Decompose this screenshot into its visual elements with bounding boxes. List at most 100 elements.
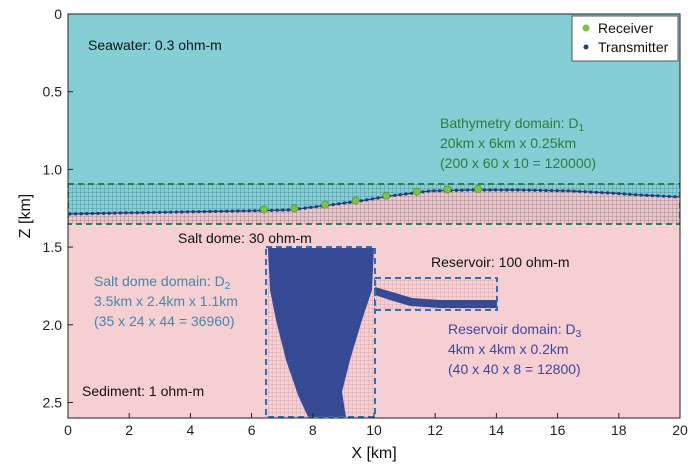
transmitter-marker (337, 202, 341, 206)
receiver-marker (382, 191, 391, 200)
x-tick-label: 20 (672, 422, 688, 438)
transmitter-marker (488, 188, 492, 192)
legend-receiver-icon (582, 24, 590, 32)
seawater-label: Seawater: 0.3 ohm-m (88, 37, 222, 53)
x-tick-label: 0 (64, 422, 72, 438)
transmitter-marker (544, 188, 548, 193)
transmitter-marker (225, 209, 229, 213)
transmitter-marker (253, 209, 257, 213)
transmitter-marker (471, 188, 475, 192)
transmitter-marker (398, 193, 402, 197)
z-tick-label: 2.0 (43, 317, 63, 333)
bathymetry-subscript: 1 (579, 123, 585, 134)
bathymetry-domain-frame (68, 183, 680, 225)
transmitter-marker (639, 193, 643, 197)
receiver-marker (321, 200, 329, 209)
transmitter-marker (309, 205, 313, 209)
receiver-marker (351, 196, 360, 205)
reservoir-domain-frame (374, 277, 498, 311)
z-axis-label: Z [km] (17, 194, 34, 238)
transmitter-marker (426, 189, 430, 193)
transmitter-marker (68, 212, 72, 216)
legend-receiver-label: Receiver (598, 20, 654, 36)
transmitter-marker (606, 191, 610, 195)
reservoir-domain-subscript: 3 (576, 329, 582, 340)
transmitter-marker (314, 205, 318, 209)
transmitter-marker (79, 212, 83, 216)
transmitter-marker (113, 211, 117, 215)
transmitter-marker (656, 194, 660, 198)
reservoir-resistivity-label: Reservoir: 100 ohm-m (431, 254, 570, 270)
reservoir-domain-title: Reservoir domain: D (448, 321, 576, 337)
transmitter-marker (617, 191, 621, 196)
transmitter-marker (331, 202, 335, 207)
transmitter-marker (146, 210, 150, 215)
bathymetry-domain (68, 183, 680, 225)
transmitter-marker (90, 211, 94, 216)
transmitter-marker (594, 190, 599, 194)
transmitter-marker (667, 194, 671, 199)
transmitter-marker (421, 190, 425, 194)
transmitter-marker (96, 211, 100, 216)
transmitter-marker (158, 210, 162, 214)
transmitter-marker (348, 200, 352, 204)
x-tick-label: 18 (611, 422, 627, 438)
transmitter-marker (281, 208, 285, 212)
transmitter-marker (152, 210, 156, 215)
transmitter-marker (186, 210, 190, 214)
legend-transmitter-icon (583, 44, 589, 50)
z-axis-ticks: 00.51.01.52.02.5 (43, 6, 73, 410)
transmitter-marker (202, 209, 206, 214)
transmitter-marker (572, 189, 576, 193)
transmitter-marker (118, 211, 122, 215)
bathymetry-size: 20km x 6km x 0.25km (440, 135, 576, 151)
transmitter-marker (611, 191, 615, 195)
x-tick-label: 12 (427, 422, 443, 438)
transmitter-marker (214, 209, 218, 214)
salt-dome-domain (265, 246, 376, 418)
x-tick-label: 6 (248, 422, 256, 438)
transmitter-marker (634, 193, 638, 197)
z-tick-label: 0.5 (43, 84, 63, 100)
salt-domain-subscript: 2 (225, 281, 231, 292)
transmitter-marker (410, 191, 414, 195)
transmitter-marker (499, 188, 503, 192)
receiver-marker (412, 187, 421, 196)
salt-domain-title: Salt dome domain: D (94, 273, 225, 289)
x-tick-label: 8 (309, 422, 317, 438)
reservoir-domain (374, 277, 498, 311)
sediment-label: Sediment: 1 ohm-m (82, 383, 204, 399)
transmitter-marker (85, 212, 89, 216)
transmitter-marker (555, 189, 559, 193)
transmitter-marker (404, 192, 408, 196)
bathymetry-title: Bathymetry domain: D (440, 115, 579, 131)
transmitter-marker (527, 188, 531, 192)
transmitter-marker (538, 188, 543, 193)
transmitter-marker (370, 197, 374, 201)
z-tick-label: 1.0 (43, 161, 63, 177)
x-tick-label: 4 (187, 422, 195, 438)
transmitter-marker (482, 188, 486, 192)
transmitter-marker (275, 208, 279, 212)
salt-domain-cells: (35 x 24 x 44 = 36960) (94, 313, 235, 329)
transmitter-marker (460, 188, 464, 192)
receiver-marker (443, 185, 452, 194)
x-tick-label: 16 (550, 422, 566, 438)
transmitter-marker (550, 189, 554, 193)
transmitter-marker (180, 210, 184, 214)
transmitter-marker (270, 208, 274, 212)
transmitter-marker (673, 195, 677, 199)
transmitter-marker (650, 194, 655, 198)
transmitter-marker (522, 188, 526, 192)
transmitter-marker (124, 211, 128, 215)
transmitter-marker (510, 188, 514, 192)
z-tick-label: 1.5 (43, 239, 63, 255)
transmitter-marker (342, 201, 346, 205)
transmitter-marker (74, 212, 78, 216)
legend-transmitter-label: Transmitter (598, 39, 669, 55)
transmitter-marker (533, 188, 537, 192)
z-tick-label: 2.5 (43, 394, 63, 410)
x-tick-label: 2 (125, 422, 133, 438)
transmitter-marker (578, 189, 582, 194)
